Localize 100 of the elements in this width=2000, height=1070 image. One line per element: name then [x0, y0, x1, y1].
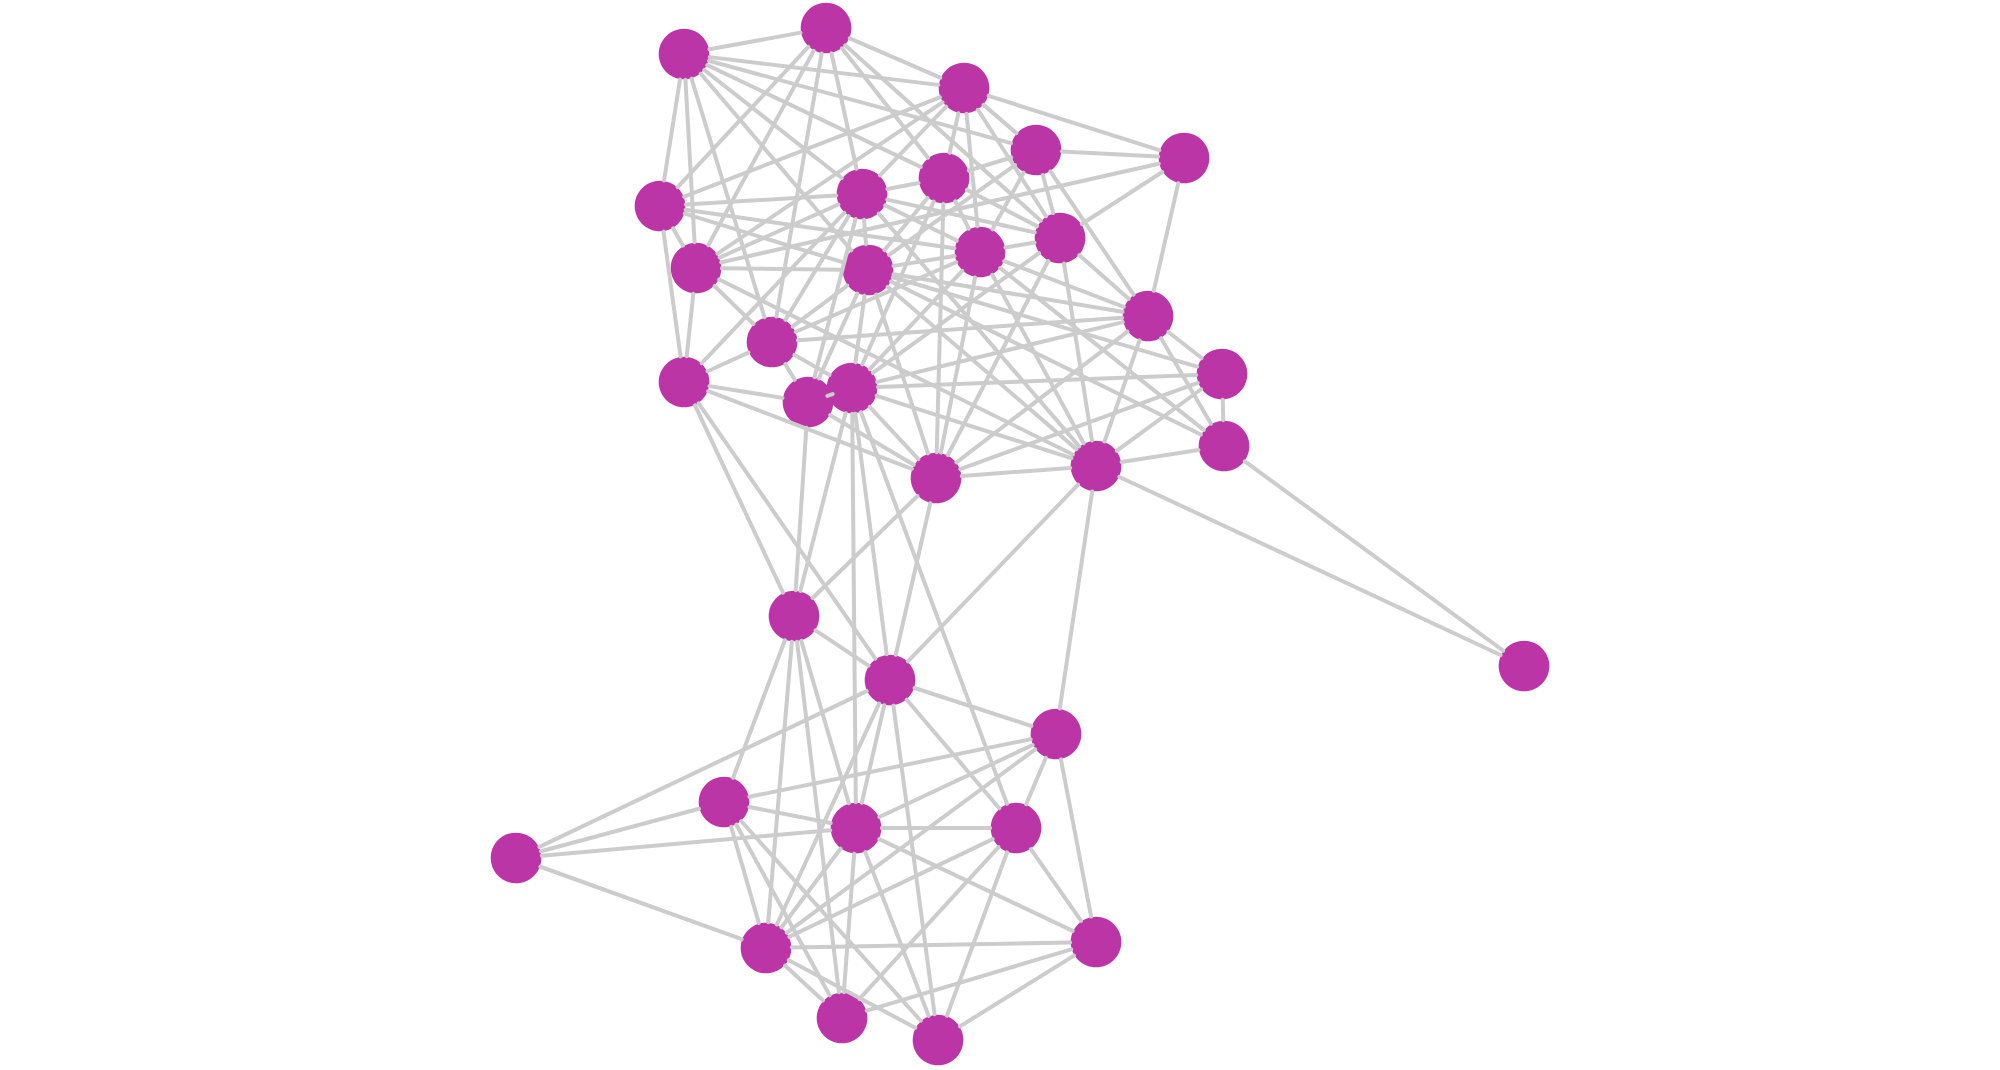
connector-line	[862, 217, 868, 247]
network-node	[782, 376, 834, 428]
connector-line	[966, 155, 1014, 173]
connector-line	[682, 95, 942, 199]
network-node	[842, 244, 894, 296]
connector-line	[874, 393, 1074, 461]
connector-line	[739, 819, 923, 1023]
connector-line	[1117, 474, 1503, 658]
connector-line	[1242, 459, 1506, 653]
connector-line	[1159, 336, 1213, 426]
connector-line	[986, 93, 1162, 153]
connector-line	[539, 806, 702, 854]
connector-line	[712, 284, 756, 326]
connector-line	[953, 199, 971, 231]
connector-line	[1024, 755, 1048, 807]
connector-line	[662, 77, 682, 183]
connector-line	[981, 102, 1019, 136]
connector-line	[783, 214, 851, 322]
connector-line	[1077, 253, 1131, 301]
connector-line	[684, 291, 696, 359]
network-node	[830, 802, 882, 854]
connector-line	[828, 413, 916, 467]
connector-line	[905, 482, 1081, 664]
connector-line	[793, 425, 809, 593]
connector-line	[682, 211, 846, 265]
network-node	[990, 802, 1042, 854]
connector-line	[885, 180, 921, 192]
connector-line	[779, 846, 843, 930]
connector-line	[789, 940, 1073, 950]
connector-line	[1048, 169, 1136, 297]
connector-line	[890, 275, 1200, 369]
connector-line	[1079, 170, 1165, 226]
connector-line	[707, 55, 941, 87]
network-node	[746, 316, 798, 368]
network-node	[1196, 348, 1248, 400]
network-node	[800, 2, 852, 54]
network-node	[490, 832, 542, 884]
connector-line	[813, 628, 871, 668]
connector-line	[1057, 489, 1095, 711]
connector-line	[683, 77, 697, 245]
connector-line	[947, 111, 961, 155]
connector-line	[793, 260, 959, 334]
connector-line	[799, 638, 851, 806]
connector-line	[693, 403, 785, 595]
connector-line	[887, 163, 1017, 257]
connector-line	[863, 850, 931, 1018]
connector-line	[787, 837, 995, 939]
connector-line	[719, 161, 1161, 265]
connector-line	[891, 254, 957, 268]
connector-line	[843, 43, 1043, 223]
network-node	[1034, 212, 1086, 264]
connector-line	[891, 703, 937, 1017]
connector-line	[1058, 757, 1094, 919]
connector-line	[850, 411, 858, 805]
connector-line	[783, 362, 797, 382]
network-node	[634, 180, 686, 232]
connector-line	[945, 258, 1051, 457]
connector-line	[747, 737, 1033, 799]
connector-line	[705, 350, 751, 374]
connector-line	[825, 392, 835, 398]
network-node	[1070, 440, 1122, 492]
connector-line	[964, 111, 980, 229]
connector-line	[1114, 387, 1204, 453]
connector-line	[816, 291, 860, 381]
network-node	[1158, 132, 1210, 184]
connector-line	[717, 277, 1075, 457]
connector-line	[715, 100, 945, 256]
connector-line	[1166, 329, 1204, 361]
connector-line	[671, 226, 686, 248]
connector-line	[877, 104, 949, 178]
connector-line	[774, 701, 882, 927]
connector-line	[853, 411, 889, 657]
connector-line	[675, 44, 811, 190]
connector-line	[859, 410, 1009, 806]
connector-line	[934, 201, 946, 455]
connector-line	[958, 380, 1200, 472]
connector-line	[719, 266, 845, 272]
connector-line	[747, 805, 833, 825]
network-node	[918, 152, 970, 204]
connector-line	[1059, 149, 1161, 159]
connector-line	[859, 703, 887, 805]
connector-line	[1002, 259, 1126, 309]
connector-line	[958, 953, 1077, 1029]
connector-line	[840, 46, 930, 160]
network-node	[670, 242, 722, 294]
connector-line	[812, 217, 858, 379]
connector-line	[798, 411, 848, 593]
connector-line	[990, 272, 1086, 446]
connector-line	[944, 850, 1010, 1018]
connector-line	[792, 352, 832, 378]
network-node	[768, 590, 820, 642]
connector-line	[885, 284, 1079, 452]
connector-line	[990, 170, 1026, 232]
network-node	[1010, 124, 1062, 176]
connector-line	[706, 389, 914, 471]
connector-line	[1119, 448, 1201, 464]
connector-line	[707, 384, 785, 400]
network-node	[836, 168, 888, 220]
connector-line	[829, 51, 859, 171]
connector-line	[860, 199, 936, 367]
